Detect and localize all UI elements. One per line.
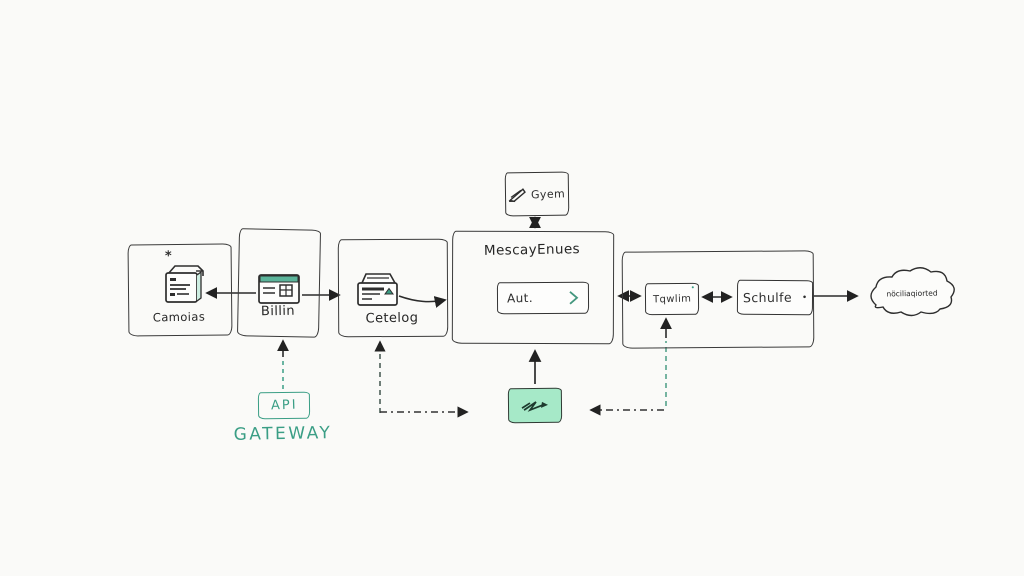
pen-scribble-icon — [509, 188, 527, 203]
auth-box: Aut. — [496, 281, 590, 315]
queue-worker-box — [507, 387, 563, 424]
chevron-right-icon — [569, 291, 579, 305]
auth-label: Aut. — [506, 290, 534, 306]
system-box: Gyem — [504, 171, 570, 217]
sparkle-icon: * — [164, 248, 173, 265]
package-icon — [165, 265, 204, 303]
system-label: Gyem — [531, 186, 566, 201]
tqwlim-corner-dot: • — [690, 283, 695, 292]
schulfe-dot: • — [801, 292, 808, 303]
billing-label: Billin — [260, 303, 296, 320]
tqwlim-box: Tqwlim • — [644, 282, 700, 316]
catalog-printer-icon — [357, 273, 398, 306]
api-gateway-box-label: API — [270, 397, 298, 414]
api-gateway-caption: GATEWAY — [233, 423, 333, 445]
catalog-label: Cetelog — [365, 310, 419, 327]
zigzag-arrow-icon — [521, 400, 548, 412]
message-queues-title: MescayEnues — [483, 241, 581, 259]
tqwlim-label: Tqwlim — [652, 293, 692, 305]
canvas-service-label: Camoias — [152, 309, 206, 325]
schulfe-label: Schulfe — [742, 289, 792, 306]
schulfe-box: Schulfe • — [736, 279, 814, 316]
billing-card-icon — [258, 274, 300, 304]
cloud-label: nöciliaqiorted — [886, 288, 938, 299]
api-gateway-box: API — [257, 391, 311, 420]
